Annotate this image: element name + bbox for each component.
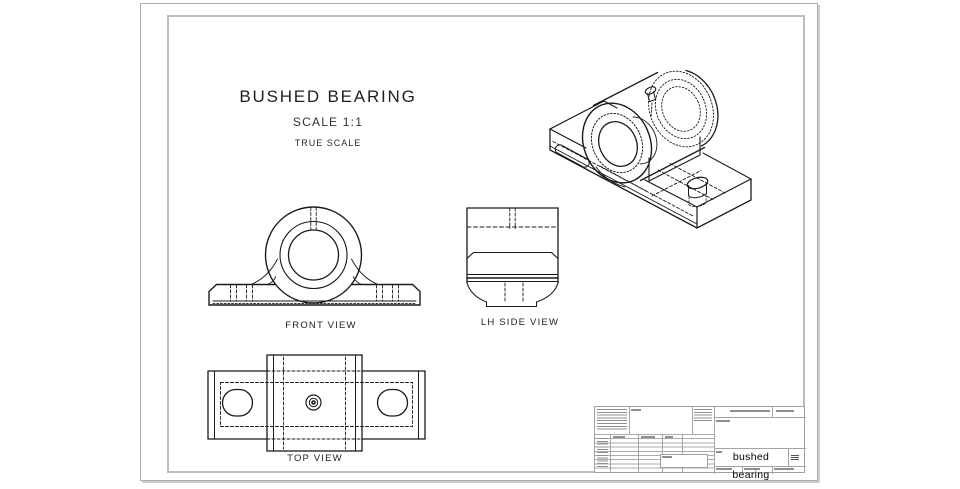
side-view-label: LH SIDE VIEW xyxy=(480,317,560,328)
titleblock-row-labels xyxy=(597,438,608,468)
titleblock-finish-notes xyxy=(694,409,712,423)
titleblock-divider xyxy=(742,466,743,474)
titleblock-divider xyxy=(714,448,806,449)
titleblock-comments-box xyxy=(660,454,708,468)
titleblock-divider xyxy=(638,434,639,472)
titleblock-divider xyxy=(714,407,715,474)
titleblock-divider xyxy=(714,466,806,467)
titleblock-drawing-name: bushed bearing xyxy=(732,451,770,481)
top-view-label: TOP VIEW xyxy=(287,453,343,464)
titleblock-divider xyxy=(629,407,630,434)
drawing-scale-note: TRUE SCALE xyxy=(294,138,362,148)
titleblock-rev-value xyxy=(791,455,799,460)
titleblock-company-line xyxy=(730,410,770,412)
titleblock-divider xyxy=(788,448,789,466)
titleblock-divider xyxy=(772,407,773,417)
sheet-frame xyxy=(167,15,805,473)
titleblock-date-header xyxy=(641,436,655,438)
titleblock-rev-label xyxy=(776,410,794,412)
titleblock-weight-label xyxy=(744,468,760,470)
titleblock-scale-label xyxy=(716,468,732,470)
titleblock-material-label xyxy=(631,409,641,411)
drawing-scale: SCALE 1:1 xyxy=(292,115,364,129)
titleblock-sheet-label xyxy=(774,468,794,470)
drawing-title: BUSHED BEARING xyxy=(239,87,417,106)
titleblock-name-header xyxy=(613,436,625,438)
titleblock-divider xyxy=(714,417,806,418)
drawing-sheet: BUSHED BEARING SCALE 1:1 TRUE SCALE FRON… xyxy=(140,3,818,481)
titleblock-divider xyxy=(772,466,773,474)
titleblock-divider xyxy=(662,434,663,472)
titleblock-col-header xyxy=(665,436,673,438)
titleblock-divider xyxy=(682,434,683,472)
front-view-label: FRONT VIEW xyxy=(285,320,357,331)
title-block: bushed bearing xyxy=(594,406,806,481)
titleblock-divider xyxy=(692,407,693,434)
titleblock-tolerance-notes xyxy=(597,409,627,431)
titleblock-divider xyxy=(610,434,611,472)
titleblock-comments-label xyxy=(662,456,672,458)
titleblock-size-mark xyxy=(716,451,722,453)
titleblock-title-label xyxy=(716,420,730,422)
